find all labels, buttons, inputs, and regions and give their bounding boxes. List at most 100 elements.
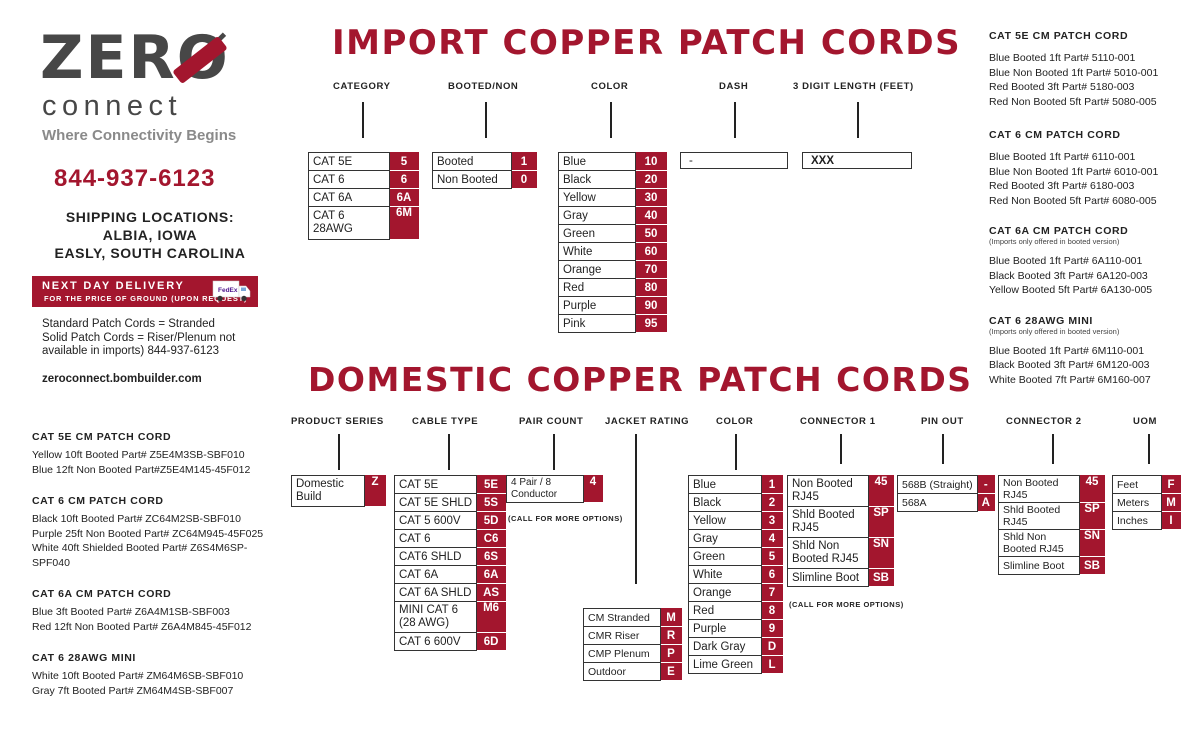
example-line: Red Booted 3ft Part# 5180-003: [989, 81, 1135, 93]
patch-cord-notes: Standard Patch Cords = Stranded Solid Pa…: [42, 318, 262, 359]
example-line: Blue 3ft Booted Part# Z6A4M1SB-SBF003: [32, 606, 230, 618]
domestic-label-conn1: CONNECTOR 1: [800, 416, 876, 427]
import-title: IMPORT COPPER PATCH CORDS: [332, 23, 962, 63]
table-row[interactable]: 568B (Straight)-: [897, 475, 995, 494]
shipping-locations: SHIPPING LOCATIONS: ALBIA, IOWA EASLY, S…: [40, 208, 260, 262]
example-title: CAT 6 CM PATCH CORD: [32, 495, 164, 507]
example-line: White 40ft Shielded Booted Part# Z6S4M6S…: [32, 542, 248, 569]
example-title: CAT 6A CM PATCH CORD: [32, 588, 172, 600]
example-line: Blue 12ft Non Booted Part#Z5E4M145-45F01…: [32, 463, 251, 476]
import-label-color: COLOR: [591, 81, 629, 92]
domestic-connector-line: [635, 434, 637, 584]
example-group: CAT 6 CM PATCH CORD Black 10ft Booted Pa…: [32, 495, 282, 570]
example-line: Red 12ft Non Booted Part# Z6A4M845-45F01…: [32, 620, 252, 633]
example-line: Blue Booted 1ft Part# 6A110-001: [989, 255, 1143, 267]
phone-number[interactable]: 844-937-6123: [54, 165, 216, 192]
logo-zero-prefix: ZER: [40, 23, 177, 93]
example-line: Red Non Booted 5ft Part# 5080-005: [989, 95, 1157, 108]
example-group: CAT 6 28AWG MINI (Imports only offered i…: [989, 315, 1194, 388]
import-dash-box: -: [680, 152, 788, 169]
table-row[interactable]: MINI CAT 6 (28 AWG)M6: [393, 601, 507, 633]
domestic-connector-line: [338, 434, 340, 470]
example-line: Black 10ft Booted Part# ZC64M2SB-SBF010: [32, 513, 241, 525]
example-title: CAT 6 CM PATCH CORD: [989, 129, 1121, 141]
banner-line-2: FOR THE PRICE OF GROUND (UPON REQUEST): [44, 294, 248, 303]
connector1-note: (CALL FOR MORE OPTIONS): [789, 600, 904, 609]
domestic-label-pinout: PIN OUT: [921, 416, 964, 427]
domestic-connector-line: [1148, 434, 1150, 464]
example-line: Black Booted 3ft Part# 6A120-003: [989, 269, 1148, 282]
delivery-truck-icon: FedEx: [212, 280, 251, 302]
delivery-banner: NEXT DAY DELIVERY FOR THE PRICE OF GROUN…: [32, 276, 258, 307]
import-label-dash: DASH: [719, 81, 749, 92]
website-link[interactable]: zeroconnect.bombuilder.com: [42, 373, 202, 385]
example-group: CAT 6 CM PATCH CORD Blue Booted 1ft Part…: [989, 129, 1194, 208]
domestic-label-jacket: JACKET RATING: [605, 416, 690, 427]
domestic-connector-line: [553, 434, 555, 470]
example-line: Blue Booted 1ft Part# 6110-001: [989, 151, 1136, 163]
domestic-label-color: COLOR: [716, 416, 754, 427]
example-line: Red Non Booted 5ft Part# 6080-005: [989, 194, 1157, 207]
logo-zero-o: Ø: [171, 28, 230, 88]
domestic-connector-line: [448, 434, 450, 470]
